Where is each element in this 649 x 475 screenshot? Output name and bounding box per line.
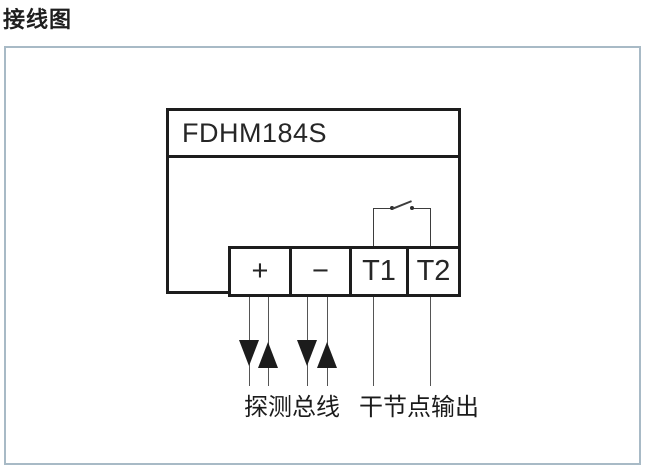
terminal-plus: +	[251, 255, 269, 287]
terminal-t1: T1	[349, 249, 406, 294]
device-model-label: FDHM184S	[182, 117, 328, 148]
arrow-up-icon	[258, 342, 278, 368]
detection-bus-label: 探测总线	[244, 395, 340, 421]
switch-lead-left	[373, 207, 392, 209]
arrow-down-icon	[239, 340, 259, 366]
switch-lead-right	[412, 207, 430, 209]
page-title: 接线图	[3, 7, 73, 32]
switch-wire-left	[372, 208, 374, 246]
wire-t1	[372, 297, 375, 386]
wire-t2	[429, 297, 432, 386]
device-header: FDHM184S	[169, 111, 458, 158]
wire-bus-plus-2	[267, 297, 270, 386]
arrow-down-icon	[297, 340, 317, 366]
dry-contact-output-label: 干节点输出	[359, 395, 479, 421]
arrow-up-icon	[317, 342, 337, 368]
terminal-t2: T2	[406, 249, 458, 294]
switch-contact-right-icon	[410, 206, 414, 210]
wire-bus-minus-2	[326, 297, 329, 386]
terminal-row: + − T1 T2	[228, 246, 461, 297]
switch-wire-right	[429, 208, 431, 246]
terminal-minus: −	[289, 249, 349, 294]
